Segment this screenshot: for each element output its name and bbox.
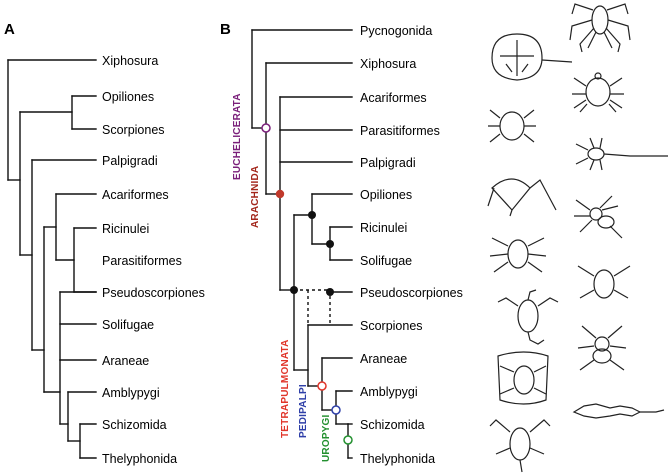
taxon-b-solifugae: Solifugae [360, 254, 412, 268]
mite-illustration [488, 109, 536, 143]
taxon-a-parasitiformes: Parasitiformes [102, 254, 182, 268]
node-black-3 [290, 286, 298, 294]
taxon-a-thelyphonida: Thelyphonida [102, 452, 177, 466]
panel-b-taxa: Pycnogonida Xiphosura Acariformes Parasi… [360, 24, 463, 466]
panel-b-nodes [261, 123, 353, 445]
spider-illustration-1 [574, 195, 623, 239]
palpigrade-illustration [575, 137, 668, 171]
node-tetrapulmonata [317, 381, 327, 391]
node-arachnida [275, 189, 285, 199]
taxon-a-araneae: Araneae [102, 354, 149, 368]
taxon-b-amblypygi: Amblypygi [360, 385, 418, 399]
clade-uropygi: UROPYGI [321, 414, 332, 462]
taxon-b-opiliones: Opiliones [360, 188, 412, 202]
taxon-b-xiphosura: Xiphosura [360, 57, 416, 71]
clade-euchelicerata: EUCHELICERATA [232, 93, 243, 180]
node-black-1 [308, 211, 316, 219]
panel-b: B [220, 3, 668, 473]
panel-a-label: A [4, 21, 15, 38]
horseshoe-crab-illustration [491, 33, 573, 81]
taxon-a-schizomida: Schizomida [102, 418, 167, 432]
taxon-b-araneae: Araneae [360, 352, 407, 366]
schizomida-illustration [572, 403, 665, 419]
tick-illustration [572, 72, 624, 113]
node-euchelicerata [261, 123, 271, 133]
node-pedipalpi [331, 405, 341, 415]
taxon-a-scorpiones: Scorpiones [102, 123, 165, 137]
taxon-a-solifugae: Solifugae [102, 318, 154, 332]
araneae-illustration [577, 325, 627, 371]
panel-b-clade-labels: EUCHELICERATA ARACHNIDA TETRAPULMONATA P… [232, 93, 332, 462]
taxon-a-opiliones: Opiliones [102, 90, 154, 104]
panel-a: A [4, 21, 205, 466]
taxon-a-acariformes: Acariformes [102, 188, 169, 202]
node-uropygi [343, 435, 353, 445]
taxon-b-acariformes: Acariformes [360, 91, 427, 105]
node-black-2 [326, 240, 334, 248]
amblypygi-illustration [497, 351, 549, 405]
taxon-a-ricinulei: Ricinulei [102, 222, 149, 236]
thelyphonida-illustration [489, 419, 551, 473]
panel-a-tree [7, 59, 97, 459]
taxon-a-palpigradi: Palpigradi [102, 154, 158, 168]
silhouettes [487, 3, 668, 473]
taxon-b-schizomida: Schizomida [360, 418, 425, 432]
taxon-b-thelyphonida: Thelyphonida [360, 452, 435, 466]
taxon-b-scorpiones: Scorpiones [360, 319, 423, 333]
taxon-b-palpigradi: Palpigradi [360, 156, 416, 170]
taxon-b-parasitiformes: Parasitiformes [360, 124, 440, 138]
panel-b-label: B [220, 21, 231, 38]
node-black-4 [326, 288, 334, 296]
solifugid-illustration [489, 237, 547, 273]
taxon-a-pseudoscorpiones: Pseudoscorpiones [102, 286, 205, 300]
clade-tetrapulmonata: TETRAPULMONATA [280, 339, 291, 438]
taxon-b-ricinulei: Ricinulei [360, 221, 407, 235]
taxon-b-pycnogonida: Pycnogonida [360, 24, 432, 38]
scorpion-illustration [497, 289, 559, 345]
clade-pedipalpi: PEDIPALPI [298, 384, 309, 438]
opiliones-illustration [487, 178, 557, 217]
taxon-b-pseudoscorpiones: Pseudoscorpiones [360, 286, 463, 300]
pseudoscorpion-illustration [577, 265, 631, 299]
taxon-a-xiphosura: Xiphosura [102, 54, 158, 68]
panel-a-taxa: Xiphosura Opiliones Scorpiones Palpigrad… [102, 54, 205, 466]
clade-arachnida: ARACHNIDA [250, 166, 261, 228]
pycnogonid-illustration [569, 3, 631, 53]
taxon-a-amblypygi: Amblypygi [102, 386, 160, 400]
panel-b-alternative-placement [294, 289, 331, 325]
